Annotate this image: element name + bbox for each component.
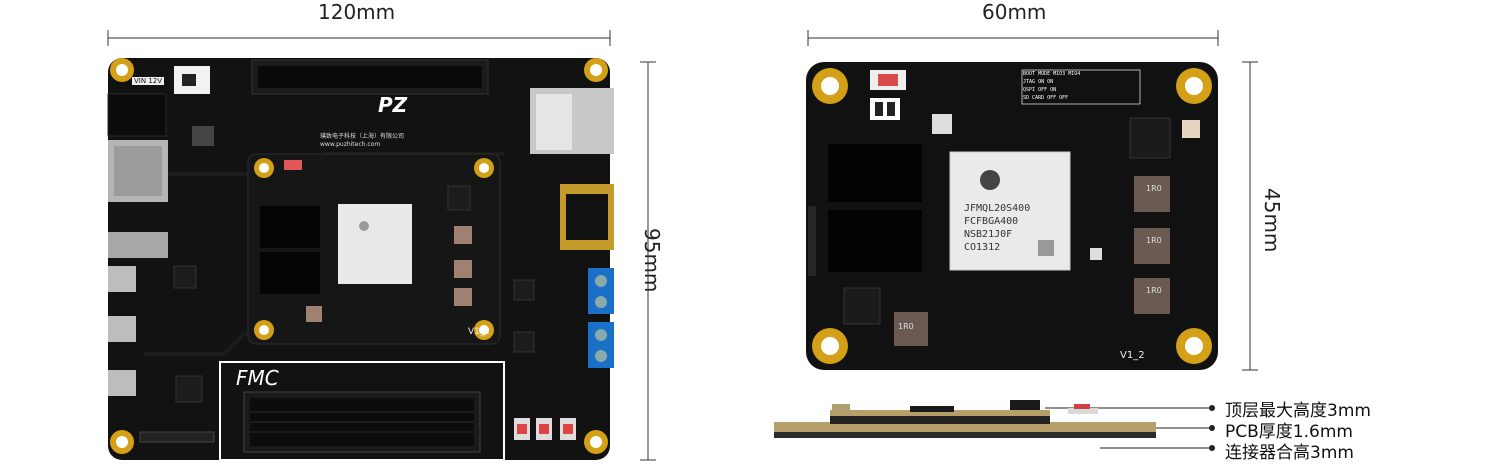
- side-note-top-height: 顶层最大高度3mm: [1225, 401, 1371, 421]
- boot-table-row: SD CARD OFF OFF: [1023, 94, 1080, 102]
- fmc-label: FMC: [236, 366, 279, 390]
- website: www.puzhitech.com: [320, 141, 381, 148]
- boot-table-header: BOOT MODE MIO3 MIO4: [1023, 70, 1080, 78]
- boot-header-mio4: MIO4: [1068, 71, 1081, 77]
- boot-header-mode: MODE: [1038, 71, 1051, 77]
- module-version-label: V1_2: [1120, 350, 1145, 361]
- side-note-connector-height: 连接器合高3mm: [1225, 443, 1354, 463]
- boot-cell: QSPI: [1023, 87, 1036, 93]
- inductor-label-3: 1R0: [1146, 286, 1162, 295]
- boot-cell: OFF: [1038, 87, 1048, 93]
- soc-line-4: CO1312: [964, 242, 1001, 253]
- inductor-label-1: 1R0: [1146, 184, 1162, 193]
- boot-cell: ON: [1038, 79, 1045, 85]
- side-note-pcb-thickness: PCB厚度1.6mm: [1225, 422, 1353, 442]
- mounting-holes: [110, 58, 608, 454]
- boot-cell: OFF: [1047, 95, 1057, 101]
- power-label: VIN 12V: [132, 77, 165, 85]
- boot-table-row: JTAG ON ON: [1023, 78, 1080, 86]
- boot-header-boot: BOOT: [1023, 71, 1036, 77]
- carrier-board: [107, 58, 614, 461]
- boot-header-mio3: MIO3: [1053, 71, 1066, 77]
- module-height-label: 45mm: [1260, 188, 1284, 253]
- boot-mode-table: BOOT MODE MIO3 MIO4 JTAG ON ON QSPI OFF …: [1023, 70, 1080, 102]
- soc-line-1: JFMQL20S400: [964, 203, 1031, 214]
- carrier-width-label: 120mm: [318, 0, 396, 24]
- boot-cell: OFF: [1059, 95, 1069, 101]
- inductor-label-2: 1R0: [1146, 236, 1162, 245]
- carrier-height-label: 95mm: [640, 228, 664, 293]
- inductor-label-4: 1R0: [898, 322, 914, 331]
- boot-cell: ON: [1050, 87, 1057, 93]
- boot-cell: ON: [1047, 79, 1054, 85]
- side-profile: [774, 400, 1156, 438]
- carrier-version-label: V1_2: [468, 327, 491, 337]
- company-name: 璞致电子科技（上海）有限公司: [320, 133, 405, 140]
- boot-table-row: QSPI OFF ON: [1023, 86, 1080, 94]
- soc-line-2: FCFBGA400: [964, 216, 1019, 227]
- boot-cell: JTAG: [1023, 79, 1036, 85]
- pz-logo: PZ: [378, 93, 408, 117]
- soc-line-3: NSB21J0F: [964, 229, 1013, 240]
- module-width-label: 60mm: [982, 0, 1047, 24]
- soc-marking: JFMQL20S400 FCFBGA400 NSB21J0F CO1312: [964, 202, 1030, 254]
- core-module-board: [806, 62, 1218, 370]
- boot-cell: SD CARD: [1023, 95, 1045, 101]
